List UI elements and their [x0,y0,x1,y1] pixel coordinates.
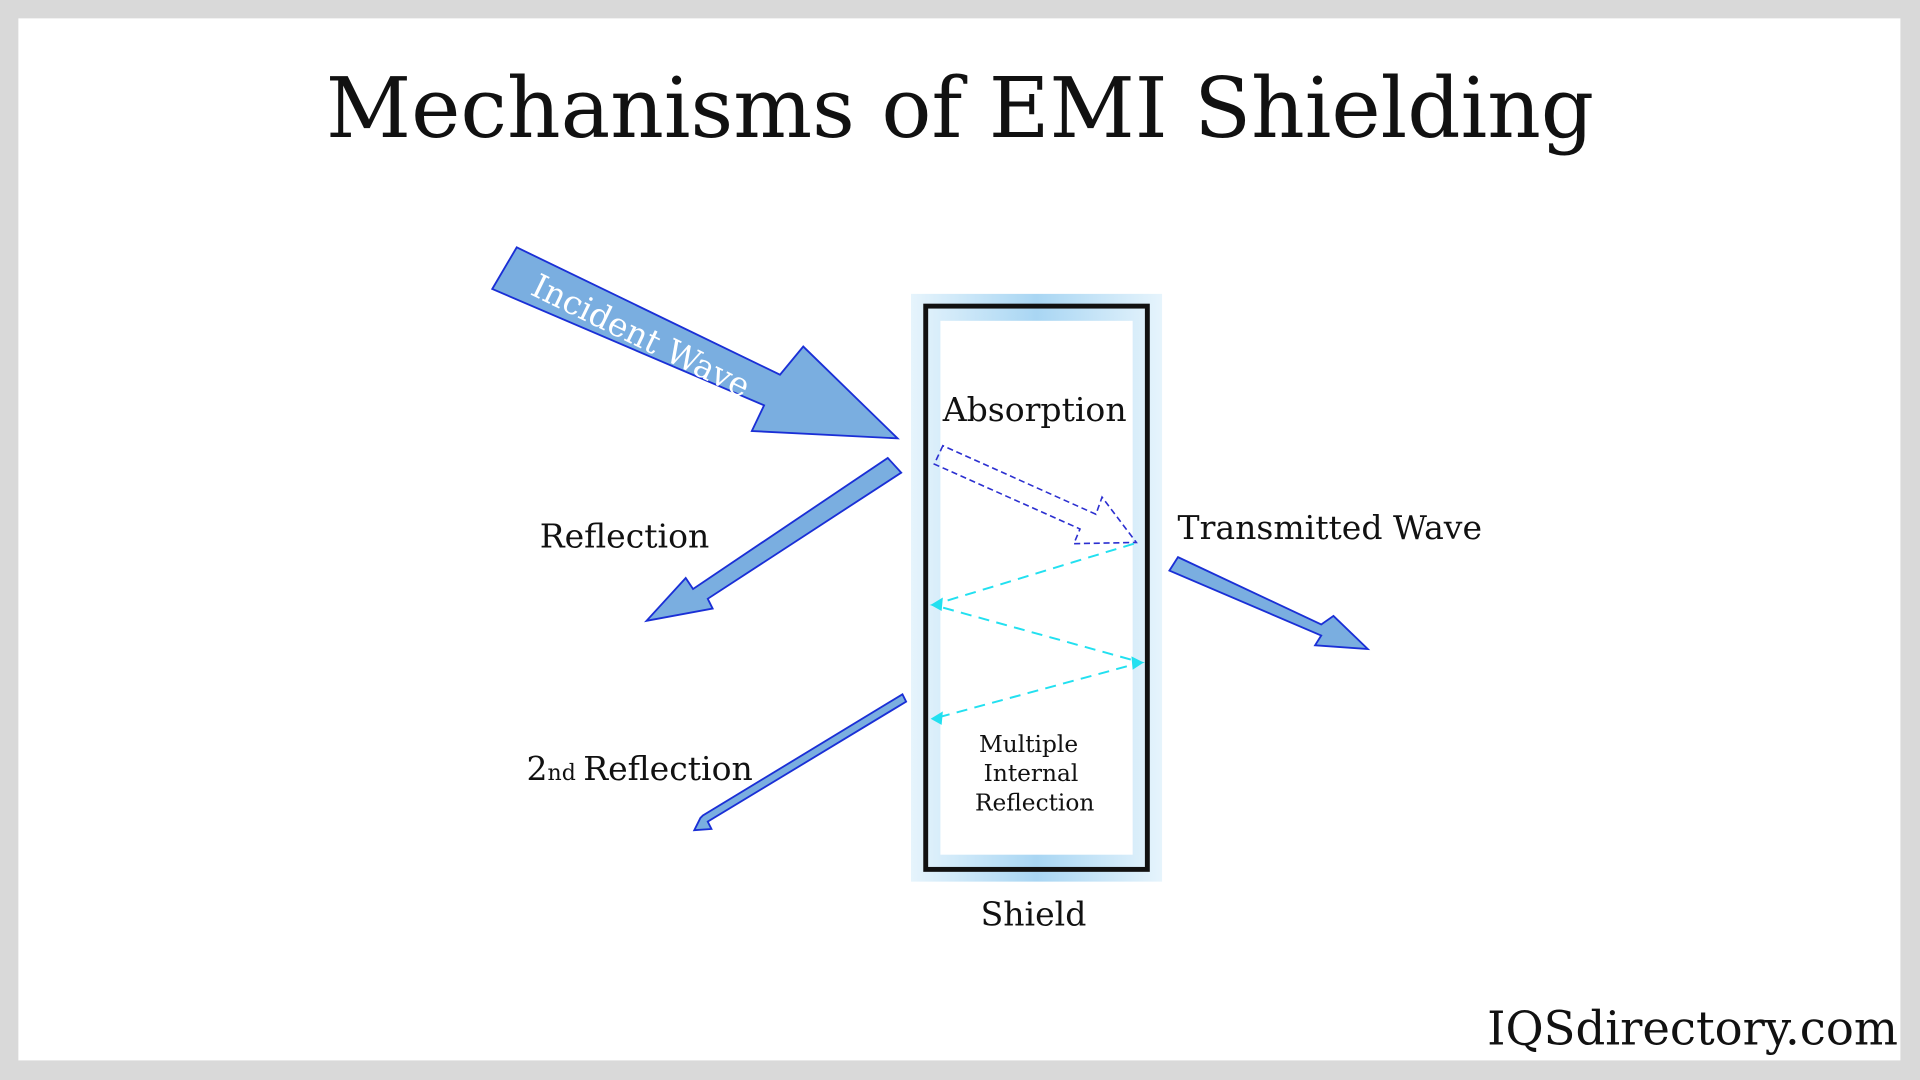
transmitted-wave-arrow [1168,555,1371,651]
absorption-label: Absorption [942,390,1127,429]
internal-reflection-paths [929,542,1145,720]
multiple-internal-reflection-label: Multiple Internal Reflection [975,731,1094,817]
absorption-arrow [933,444,1138,545]
internal-reflection-arrowheads [930,597,1144,725]
incident-wave-arrow [490,246,900,440]
second-reflection-number: 2 [527,749,548,788]
reflection-arrow [644,456,903,623]
watermark: IQSdirectory.com [1487,1001,1898,1055]
shield-label: Shield [981,895,1087,934]
transmitted-wave-label: Transmitted Wave [1178,508,1483,547]
second-reflection-superscript: nd [548,761,576,786]
second-reflection-text: Reflection [583,749,753,788]
second-reflection-arrow [692,692,908,832]
reflection-label: Reflection [540,516,710,555]
second-reflection-label: 2nd Reflection [527,749,753,788]
shield [911,293,1163,882]
page-title: Mechanisms of EMI Shielding [326,60,1594,157]
